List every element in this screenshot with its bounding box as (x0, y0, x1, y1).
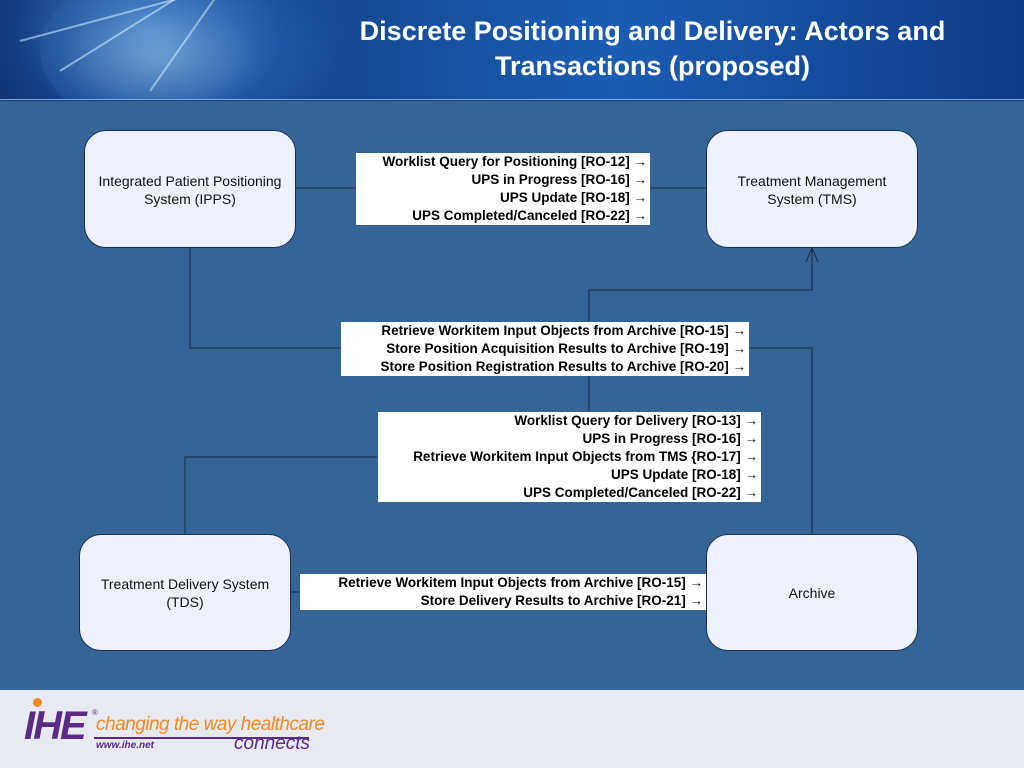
transaction-label: Store Position Registration Results to A… (380, 359, 746, 374)
logo-tagline-1: changing the way healthcare (96, 714, 325, 735)
transaction-label: UPS in Progress [RO-16] → (471, 172, 647, 187)
actor-ipps[interactable]: Integrated Patient Positioning System (I… (84, 130, 296, 248)
slide-footer (0, 690, 1024, 768)
actor-tds[interactable]: Treatment Delivery System (TDS) (79, 534, 291, 651)
logo-tagline-2: connects (234, 733, 311, 754)
slide-title: Discrete Positioning and Delivery: Actor… (359, 16, 946, 81)
transaction-label: Retrieve Workitem Input Objects from TMS… (413, 449, 758, 464)
transaction-label: Retrieve Workitem Input Objects from Arc… (381, 323, 746, 338)
line-archive-connect (749, 347, 813, 534)
slide-header: Discrete Positioning and Delivery: Actor… (0, 0, 1024, 101)
transactions-tds-tms: Worklist Query for Delivery [RO-13] → UP… (378, 412, 761, 502)
logo-ihe-wordmark: IHE (24, 704, 87, 748)
actor-archive-label: Archive (788, 584, 836, 601)
transaction-label: UPS Update [RO-18] → (499, 190, 647, 205)
header-divider (0, 99, 1024, 101)
header-glow (0, 0, 360, 101)
logo-swoosh (94, 737, 309, 739)
arrowhead-tms (805, 246, 819, 263)
transaction-label: Worklist Query for Positioning [RO-12] → (382, 154, 647, 169)
transactions-ipps-tms: Worklist Query for Positioning [RO-12] →… (356, 153, 650, 225)
actor-archive[interactable]: Archive (706, 534, 918, 651)
registered-mark-icon: ® (92, 708, 98, 717)
transaction-label: Store Delivery Results to Archive [RO-21… (420, 593, 703, 608)
transaction-label: Worklist Query for Delivery [RO-13] → (514, 413, 758, 428)
actor-tds-label: Treatment Delivery System (TDS) (100, 576, 270, 610)
line-tds-tms (184, 456, 379, 534)
transaction-label: Store Position Acquisition Results to Ar… (386, 341, 746, 356)
transaction-label: UPS Completed/Canceled [RO-22] → (523, 485, 758, 500)
transactions-ipps-archive: Retrieve Workitem Input Objects from Arc… (341, 322, 749, 376)
transaction-label: UPS Completed/Canceled [RO-22] → (412, 208, 647, 223)
line-ipps-archive (189, 248, 341, 349)
actor-ipps-label: Integrated Patient Positioning System (I… (98, 173, 282, 207)
logo-dot-icon (33, 698, 42, 707)
transaction-label: UPS in Progress [RO-16] → (582, 431, 758, 446)
actor-tms-label: Treatment Management System (TMS) (737, 173, 887, 207)
transaction-label: UPS Update [RO-18] → (610, 467, 758, 482)
actor-tms[interactable]: Treatment Management System (TMS) (706, 130, 918, 248)
ihe-logo[interactable]: IHE ® changing the way healthcare www.ih… (24, 698, 325, 760)
transactions-tds-archive: Retrieve Workitem Input Objects from Arc… (300, 574, 706, 610)
logo-url: www.ihe.net (96, 740, 154, 751)
transaction-label: Retrieve Workitem Input Objects from Arc… (338, 575, 703, 590)
